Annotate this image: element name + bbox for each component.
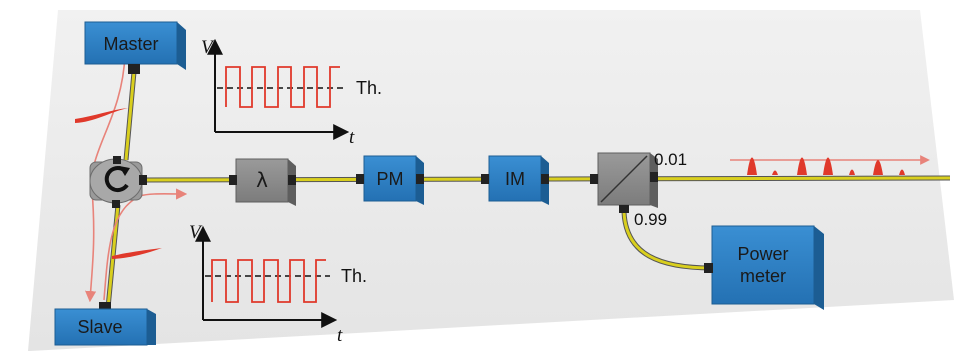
output-pulse-train — [730, 155, 930, 175]
plot2-x-label: t — [337, 325, 343, 346]
plot2-y-label: V — [189, 222, 203, 243]
plot2-square-wave — [211, 259, 326, 303]
pulse-slave — [112, 248, 162, 259]
pm-label: PM — [377, 169, 404, 189]
power-meter: Power meter — [704, 225, 824, 310]
plot1-threshold-label: Th. — [356, 78, 382, 98]
pulse-master — [75, 108, 128, 123]
im-label: IM — [505, 169, 525, 189]
plot2-threshold-label: Th. — [341, 266, 367, 286]
intensity-modulator: IM — [481, 155, 549, 205]
voltage-plot-master: V t Th. — [201, 37, 382, 148]
plot1-y-label: V — [201, 37, 215, 58]
splitter-ratio-tap: 0.99 — [634, 210, 667, 229]
slave-label: Slave — [77, 317, 122, 337]
master-fiber — [123, 71, 137, 161]
plot1-square-wave — [225, 66, 340, 108]
power-meter-label-line1: Power — [737, 244, 788, 264]
circulator-icon — [104, 166, 130, 193]
master-laser: Master — [84, 21, 186, 74]
slave-laser: Slave — [54, 302, 156, 346]
power-meter-label-line2: meter — [740, 266, 786, 286]
plot1-x-label: t — [349, 127, 355, 148]
lambda-label: λ — [256, 168, 268, 192]
beam-splitter: 0.01 0.99 — [590, 150, 687, 229]
optical-circulator — [89, 156, 147, 208]
wavelength-filter: λ — [229, 158, 296, 206]
phase-modulator: PM — [356, 155, 424, 205]
voltage-plot-slave: V t Th. — [189, 222, 367, 346]
tap-fiber — [621, 211, 713, 271]
splitter-ratio-output: 0.01 — [654, 150, 687, 169]
master-label: Master — [103, 34, 158, 54]
